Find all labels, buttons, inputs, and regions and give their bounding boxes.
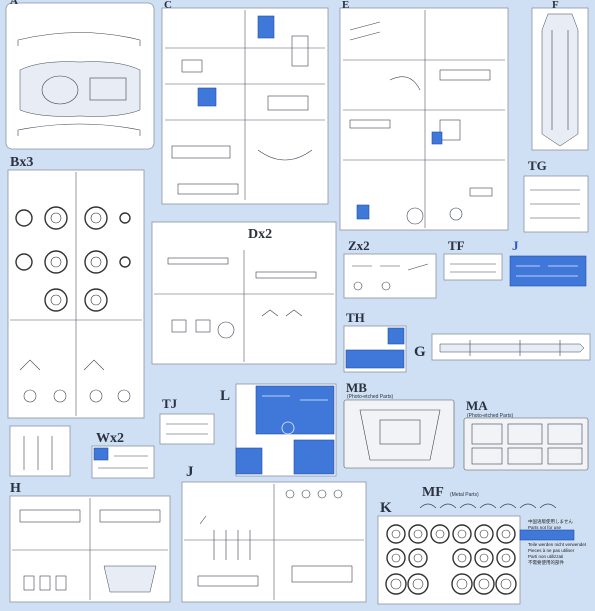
- notice-line-5: Parti non utilizzati: [528, 554, 563, 559]
- sprue-tj: TJ: [159, 396, 215, 445]
- sprue-f-label: F: [552, 0, 559, 11]
- sprue-mf-subtitle: (Metal Parts): [450, 492, 479, 498]
- sprue-g: G: [414, 333, 591, 361]
- highlighted-part: [257, 15, 275, 39]
- sprue-z: Zx2: [343, 238, 437, 299]
- sprue-w: Wx2: [91, 431, 155, 479]
- sprue-tf: TF: [443, 238, 503, 281]
- highlighted-part: [387, 327, 405, 345]
- sprue-mf: MF (Metal Parts): [419, 485, 557, 509]
- sprue-tg-label: TG: [528, 158, 547, 173]
- sprue-h: H: [9, 481, 171, 603]
- sprue-mb: MB (Photo-etched Parts): [343, 380, 455, 469]
- sprue-l-label: L: [220, 388, 230, 404]
- sprue-th-label: TH: [346, 310, 365, 325]
- sprue-e-label: E: [342, 0, 349, 11]
- highlighted-part-group: [235, 447, 263, 475]
- parts-not-for-use-notice: 中国语版使用しません Parts not for use Teile werde…: [519, 518, 587, 566]
- highlighted-part: [197, 87, 217, 107]
- notice-color-swatch: [519, 529, 575, 541]
- highlighted-part: [345, 349, 405, 369]
- sprue-h-label: H: [10, 481, 21, 496]
- sprue-unlabeled-small: [9, 425, 71, 477]
- sprue-e: E: [339, 0, 509, 231]
- sprue-d-label: Dx2: [248, 227, 272, 242]
- sprue-l: L: [220, 383, 337, 477]
- sprue-tf-label: TF: [448, 238, 465, 253]
- sprue-c: C: [161, 0, 329, 205]
- sprue-mf-label: MF: [422, 485, 444, 500]
- sprue-k: K: [377, 500, 521, 605]
- sprue-a: A: [5, 0, 155, 150]
- sprue-z-label: Zx2: [348, 238, 370, 253]
- highlighted-part-group: [255, 385, 335, 435]
- sprue-ma-subtitle: (Photo-etched Parts): [467, 413, 513, 419]
- sprue-tg: TG: [523, 158, 589, 233]
- sprue-tj-label: TJ: [162, 396, 178, 411]
- sprue-j: J: [181, 464, 367, 603]
- notice-line-1: 中国语版使用しません: [528, 518, 573, 525]
- sprue-mb-subtitle: (Photo-etched Parts): [347, 394, 393, 400]
- notice-line-6: 不需要使用的部件: [528, 559, 564, 566]
- sprue-g-label: G: [414, 344, 426, 360]
- notice-line-4: Pieces à ne pas utiliser: [528, 548, 575, 553]
- highlighted-part: [431, 131, 443, 145]
- sprue-mb-label: MB: [346, 380, 367, 395]
- sprue-j-small-label: J: [512, 238, 519, 253]
- sprue-j-label: J: [186, 464, 194, 480]
- sprue-j-small: J: [509, 238, 587, 287]
- sprue-f: F: [531, 0, 589, 151]
- highlighted-part: [93, 447, 109, 461]
- highlighted-part-group: [293, 439, 335, 475]
- notice-line-2: Parts not for use: [528, 525, 562, 530]
- sprue-c-label: C: [164, 0, 172, 11]
- sprue-ma-label: MA: [466, 398, 488, 413]
- notice-line-3: Teile werden nicht verwendet: [528, 542, 587, 547]
- highlighted-part: [356, 204, 370, 220]
- sprue-d: Dx2: [151, 221, 337, 365]
- sprue-k-label: K: [380, 500, 392, 516]
- sprue-ma: MA (Photo-etched Parts): [463, 398, 589, 471]
- sprue-b-label: Bx3: [10, 155, 33, 170]
- sprue-w-label: Wx2: [96, 431, 124, 446]
- sprue-th: TH: [343, 310, 407, 373]
- highlighted-sprue: [509, 255, 587, 287]
- sprue-a-label: A: [10, 0, 18, 7]
- sprue-b: Bx3: [7, 155, 145, 419]
